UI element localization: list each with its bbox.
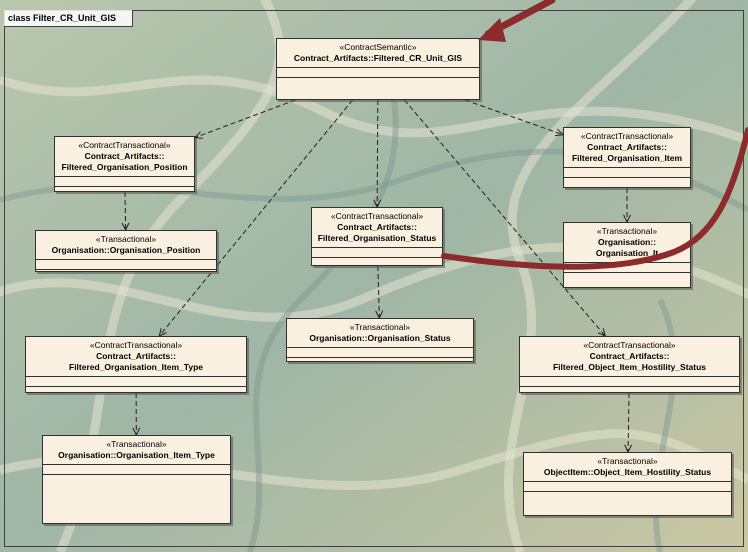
class-stereotype: «ContractTransactional» xyxy=(89,340,183,350)
class-stereotype: «Transactional» xyxy=(597,456,658,466)
class-name: Contract_Artifacts::Filtered_CR_Unit_GIS xyxy=(293,53,463,63)
class-stereotype: «Transactional» xyxy=(349,322,411,332)
diagram-frame xyxy=(4,10,744,547)
class-filtered-object-item-hostility-status[interactable]: «ContractTransactional»Contract_Artifact… xyxy=(519,336,740,393)
class-stereotype: «ContractTransactional» xyxy=(78,140,171,150)
class-attributes-section xyxy=(26,377,246,387)
class-name: Contract_Artifacts:: Filtered_Organisati… xyxy=(317,222,437,243)
class-stereotype: «ContractSemantic» xyxy=(339,42,417,52)
class-organisation-item-type[interactable]: «Transactional»Organisation::Organisatio… xyxy=(42,435,231,524)
class-name: ObjectItem::Object_Item_Hostility_Status xyxy=(543,467,712,477)
class-attributes-section xyxy=(36,260,216,270)
dependency-line xyxy=(377,265,380,319)
class-attributes-section xyxy=(55,177,194,187)
class-organisation-status[interactable]: «Transactional»Organisation::Organisatio… xyxy=(286,318,474,362)
class-attributes-section xyxy=(287,348,473,358)
dependency-line xyxy=(627,392,630,453)
class-name: Organisation::Organisation_Item_Type xyxy=(58,450,215,460)
class-stereotype: «ContractTransactional» xyxy=(580,131,674,141)
class-name: Contract_Artifacts:: Filtered_Organisati… xyxy=(571,142,683,163)
dependency-line xyxy=(376,99,379,208)
diagram-frame-title: class Filter_CR_Unit_GIS xyxy=(4,10,134,27)
class-attributes-section xyxy=(524,482,731,492)
class-attributes-section xyxy=(520,377,739,387)
class-organisation-item[interactable]: «Transactional»Organisation:: Organisati… xyxy=(563,222,691,288)
class-attributes-section xyxy=(312,248,442,258)
dependency-line xyxy=(124,191,127,231)
class-name: Organisation:: Organisation_It xyxy=(595,237,659,258)
dependency-line xyxy=(465,99,564,136)
class-filtered-organisation-position[interactable]: «ContractTransactional»Contract_Artifact… xyxy=(54,136,195,192)
dependency-line xyxy=(158,99,353,337)
class-stereotype: «Transactional» xyxy=(106,439,167,449)
class-attributes-section xyxy=(43,465,230,475)
class-filtered-cr-unit-gis[interactable]: «ContractSemantic»Contract_Artifacts::Fi… xyxy=(276,38,480,100)
class-stereotype: «ContractTransactional» xyxy=(583,340,676,350)
class-stereotype: «Transactional» xyxy=(95,234,157,244)
class-stereotype: «ContractTransactional» xyxy=(330,211,424,221)
class-attributes-section xyxy=(564,263,690,273)
class-name: Organisation::Organisation_Status xyxy=(309,333,451,343)
class-name: Contract_Artifacts:: Filtered_Organisati… xyxy=(69,351,203,372)
class-attributes-section xyxy=(564,168,690,178)
class-stereotype: «Transactional» xyxy=(596,226,658,236)
class-filtered-organisation-item-type[interactable]: «ContractTransactional»Contract_Artifact… xyxy=(25,336,247,393)
dependency-arrowhead xyxy=(193,131,204,139)
class-name: Contract_Artifacts:: Filtered_Organisati… xyxy=(61,151,188,172)
class-attributes-section xyxy=(277,68,479,78)
class-organisation-position[interactable]: «Transactional»Organisation::Organisatio… xyxy=(35,230,217,272)
class-filtered-organisation-item[interactable]: «ContractTransactional»Contract_Artifact… xyxy=(563,127,691,188)
class-object-item-hostility-status[interactable]: «Transactional»ObjectItem::Object_Item_H… xyxy=(523,452,732,516)
class-name: Organisation::Organisation_Position xyxy=(51,245,201,255)
class-name: Contract_Artifacts:: Filtered_Object_Ite… xyxy=(552,351,707,372)
dependency-line xyxy=(194,99,296,139)
class-filtered-organisation-status[interactable]: «ContractTransactional»Contract_Artifact… xyxy=(311,207,443,266)
